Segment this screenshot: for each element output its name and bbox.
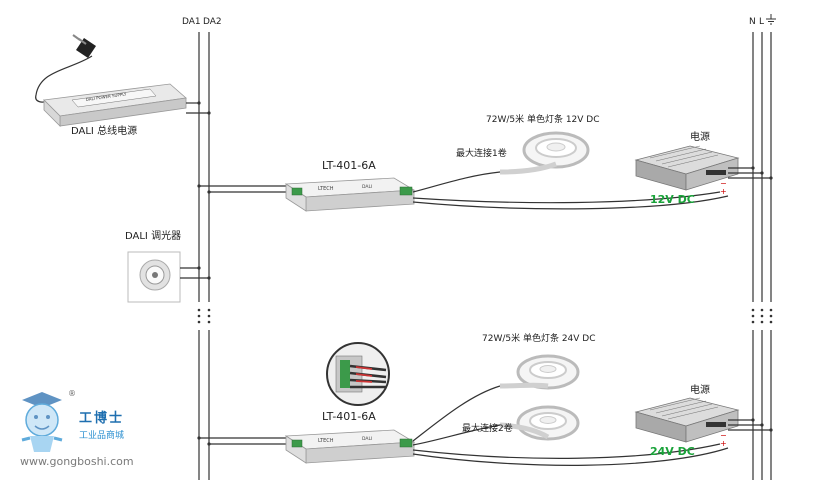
- mains-break: [751, 308, 773, 324]
- decoder-lt-401-6a-bottom: LTECH DALI: [197, 385, 729, 466]
- psu2-label: 电源: [690, 385, 710, 396]
- output-12v-dc-label: 12V DC: [650, 193, 695, 206]
- watermark-url: www.gongboshi.com: [20, 455, 134, 468]
- psu-print-text: DALI POWER SUPPLY: [85, 91, 127, 102]
- psu1-label: 电源: [690, 132, 710, 143]
- led-strip-24v-b: [499, 405, 580, 441]
- switching-power-supply-12v: − +: [634, 145, 773, 196]
- dali-power-supply: DALI POWER SUPPLY: [43, 83, 211, 127]
- bus-label-da1: DA1: [182, 17, 201, 27]
- watermark-subtitle: 工业品商城: [79, 431, 125, 441]
- ground-icon: [766, 14, 776, 25]
- mains-label-n: N: [749, 17, 756, 27]
- decoder1-tag-text: DALI: [362, 184, 372, 190]
- decoder2-label: LT-401-6A: [322, 410, 376, 423]
- watermark-brand: 工博士: [79, 411, 125, 426]
- decoder2-tag-text: DALI: [362, 436, 372, 442]
- decoder1-brand-text: LTECH: [318, 186, 334, 192]
- max-connect-2-label: 最大连接2卷: [462, 424, 513, 434]
- dali-bus-break: [197, 308, 211, 324]
- led-strip-24v-a: [499, 354, 580, 390]
- led-strip-12v: [499, 131, 590, 175]
- decoder1-label: LT-401-6A: [322, 159, 376, 172]
- bus-label-da2: DA2: [203, 17, 222, 27]
- plus-sign-icon: +: [720, 439, 727, 448]
- watermark-registered-mark: ®: [68, 389, 76, 398]
- plus-sign-icon: +: [720, 187, 727, 196]
- mains-plug-icon: [35, 34, 96, 103]
- dali-bus-lines: [198, 32, 210, 480]
- terminal-zoom-inset: [326, 342, 390, 406]
- dali-psu-label: DALI 总线电源: [71, 126, 138, 137]
- decoder2-brand-text: LTECH: [318, 438, 334, 444]
- minus-sign-icon: −: [720, 179, 727, 188]
- max-connect-1-label: 最大连接1卷: [456, 149, 507, 159]
- minus-sign-icon: −: [720, 431, 727, 440]
- watermark-mascot-icon: [21, 392, 63, 452]
- decoder-lt-401-6a-top: LTECH DALI: [197, 171, 729, 212]
- output-24v-dc-label: 24V DC: [650, 445, 695, 458]
- switching-power-supply-24v: − +: [634, 397, 773, 448]
- mains-lines: [752, 32, 772, 480]
- dali-dimmer-panel: [127, 251, 211, 303]
- strip1-label: 72W/5米 单色灯条 12V DC: [486, 115, 600, 125]
- mains-label-l: L: [759, 17, 765, 27]
- strip2-label: 72W/5米 单色灯条 24V DC: [482, 334, 596, 344]
- dali-dimmer-label: DALI 调光器: [125, 231, 182, 242]
